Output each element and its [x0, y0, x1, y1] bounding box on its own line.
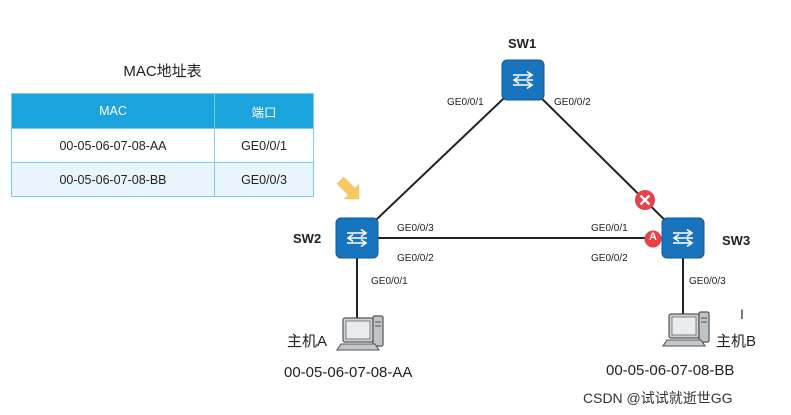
host-b-mac: 00-05-06-07-08-BB — [606, 362, 735, 379]
port-cell: GE0/0/3 — [214, 162, 314, 197]
blocked-port-icon — [635, 190, 655, 210]
link-sw1-sw3 — [522, 79, 684, 239]
mac-table-header: MAC 端口 — [11, 93, 314, 129]
mac-cell: 00-05-06-07-08-BB — [11, 162, 215, 197]
sw2-port-down: GE0/0/1 — [371, 276, 408, 287]
sw3-label: SW3 — [722, 233, 751, 248]
sw1-port-left: GE0/0/1 — [447, 97, 484, 108]
host-a-label: 主机A — [287, 333, 328, 350]
sw1-port-right: GE0/0/2 — [554, 97, 591, 108]
sw1-label: SW1 — [508, 36, 537, 51]
mac-table-title: MAC地址表 — [123, 63, 202, 80]
sw3-port-down: GE0/0/3 — [689, 276, 726, 287]
host-b-label: 主机B — [716, 333, 757, 350]
sw2-port-right-low: GE0/0/2 — [397, 253, 434, 264]
table-row: 00-05-06-07-08-BB GE0/0/3 — [11, 162, 314, 197]
alternate-port-label: A — [649, 231, 657, 243]
text-cursor-icon: I — [740, 306, 744, 322]
host-a-pc-icon — [336, 315, 384, 351]
sw2-port-right: GE0/0/3 — [397, 223, 434, 234]
sw3-port-left-low: GE0/0/2 — [591, 253, 628, 264]
port-column-header: 端口 — [214, 93, 314, 129]
switch-sw2-icon — [335, 217, 379, 259]
mac-table: MAC 端口 00-05-06-07-08-AA GE0/0/1 00-05-0… — [11, 93, 314, 197]
alternate-port-icon — [644, 230, 662, 248]
pointer-arrow-icon — [336, 176, 360, 200]
host-a-mac: 00-05-06-07-08-AA — [284, 364, 413, 381]
sw2-label: SW2 — [293, 231, 322, 246]
sw3-port-left: GE0/0/1 — [591, 223, 628, 234]
host-b-pc-icon — [662, 311, 710, 347]
mac-cell: 00-05-06-07-08-AA — [11, 128, 215, 163]
port-cell: GE0/0/1 — [214, 128, 314, 163]
switch-sw1-icon — [501, 59, 545, 101]
link-sw1-sw2 — [356, 79, 524, 239]
watermark: CSDN @试试就逝世GG — [583, 390, 733, 406]
switch-sw3-icon — [661, 217, 705, 259]
table-row: 00-05-06-07-08-AA GE0/0/1 — [11, 128, 314, 163]
